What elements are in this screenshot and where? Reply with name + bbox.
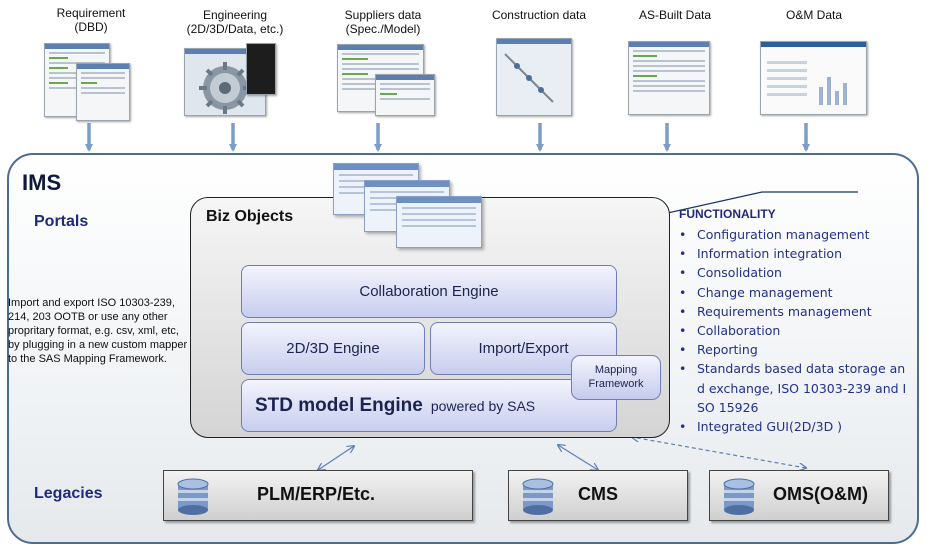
source-label-construction: Construction data [474,8,604,22]
legacy-cms-label: CMS [578,484,618,504]
legacy-cms: CMS [508,470,688,521]
source-title: Requirement [56,6,126,20]
database-icon [522,478,554,515]
import-export-label: Import/Export [478,340,569,357]
plm-connector [318,446,354,470]
mapping-label-1: Mapping [594,364,638,376]
construction-screenshot [496,38,572,116]
source-label-suppliers: Suppliers data (Spec./Model) [318,8,448,36]
asbuilt-screenshot [628,41,710,115]
source-title: Engineering [202,8,268,22]
functionality-item: Reporting [679,340,909,359]
source-label-asbuilt: AS-Built Data [610,8,740,22]
piping-diagram-icon [504,53,554,103]
ims-title: IMS [22,170,62,195]
database-icon [177,478,209,515]
mapping-framework: Mapping Framework [571,355,661,400]
source-subtitle: (2D/3D/Data, etc.) [186,22,284,36]
functionality-item: Consolidation [679,263,909,282]
collaboration-engine: Collaboration Engine [241,265,617,318]
source-subtitle: (DBD) [74,20,108,34]
functionality-item: Collaboration [679,321,909,340]
gear-model-icon [199,62,251,114]
source-label-engineering: Engineering (2D/3D/Data, etc.) [170,8,300,36]
collaboration-engine-label: Collaboration Engine [359,283,499,300]
functionality-item: Integrated GUI(2D/3D ) [679,417,909,436]
functionality-title: FUNCTIONALITY [679,207,776,221]
legacy-oms: OMS(O&M) [709,470,889,521]
std-engine-main-label: STD model Engine [255,394,423,416]
std-engine-sub-label: powered by SAS [430,397,536,414]
legacy-plm-label: PLM/ERP/Etc. [257,484,376,504]
legacy-oms-label: OMS(O&M) [773,484,868,504]
legacies-label: Legacies [34,485,103,502]
source-label-om: O&M Data [749,8,879,22]
om-screenshot [760,41,867,115]
portals-label: Portals [34,213,89,230]
functionality-item: Information integration [679,244,909,263]
functionality-item: Standards based data storage an [679,359,909,378]
functionality-item: Requirements management [679,302,909,321]
database-icon [723,478,755,515]
source-title: Construction data [491,8,587,22]
source-subtitle: (Spec./Model) [345,22,421,36]
source-title: O&M Data [785,8,842,22]
engineering-dark-panel [246,43,276,95]
engine-2d3d: 2D/3D Engine [241,322,425,375]
legacy-plm-erp: PLM/ERP/Etc. [163,470,473,521]
oms-connector [632,437,806,468]
engine-2d3d-label: 2D/3D Engine [286,340,380,357]
suppliers-screenshot-2 [375,74,435,116]
requirement-screenshot-2 [76,63,130,121]
source-title: Suppliers data [344,8,422,22]
std-model-engine: STD model Engine powered by SAS [241,379,617,432]
functionality-item-cont: SO 15926 [697,399,759,415]
functionality-item-cont: d exchange, ISO 10303-239 and I [697,380,907,396]
biz-window-3 [396,196,482,248]
functionality-item: Configuration management [679,225,909,244]
report-chart-icon [767,61,847,105]
cms-connector [558,445,598,470]
source-label-requirement: Requirement (DBD) [26,6,156,34]
functionality-list: Configuration management Information int… [679,225,909,436]
biz-objects-title: Biz Objects [206,208,294,225]
import-export-note: Import and export ISO 10303-239, 214, 20… [8,297,188,365]
source-title: AS-Built Data [638,8,712,22]
mapping-label-2: Framework [588,378,644,390]
functionality-item: Change management [679,283,909,302]
